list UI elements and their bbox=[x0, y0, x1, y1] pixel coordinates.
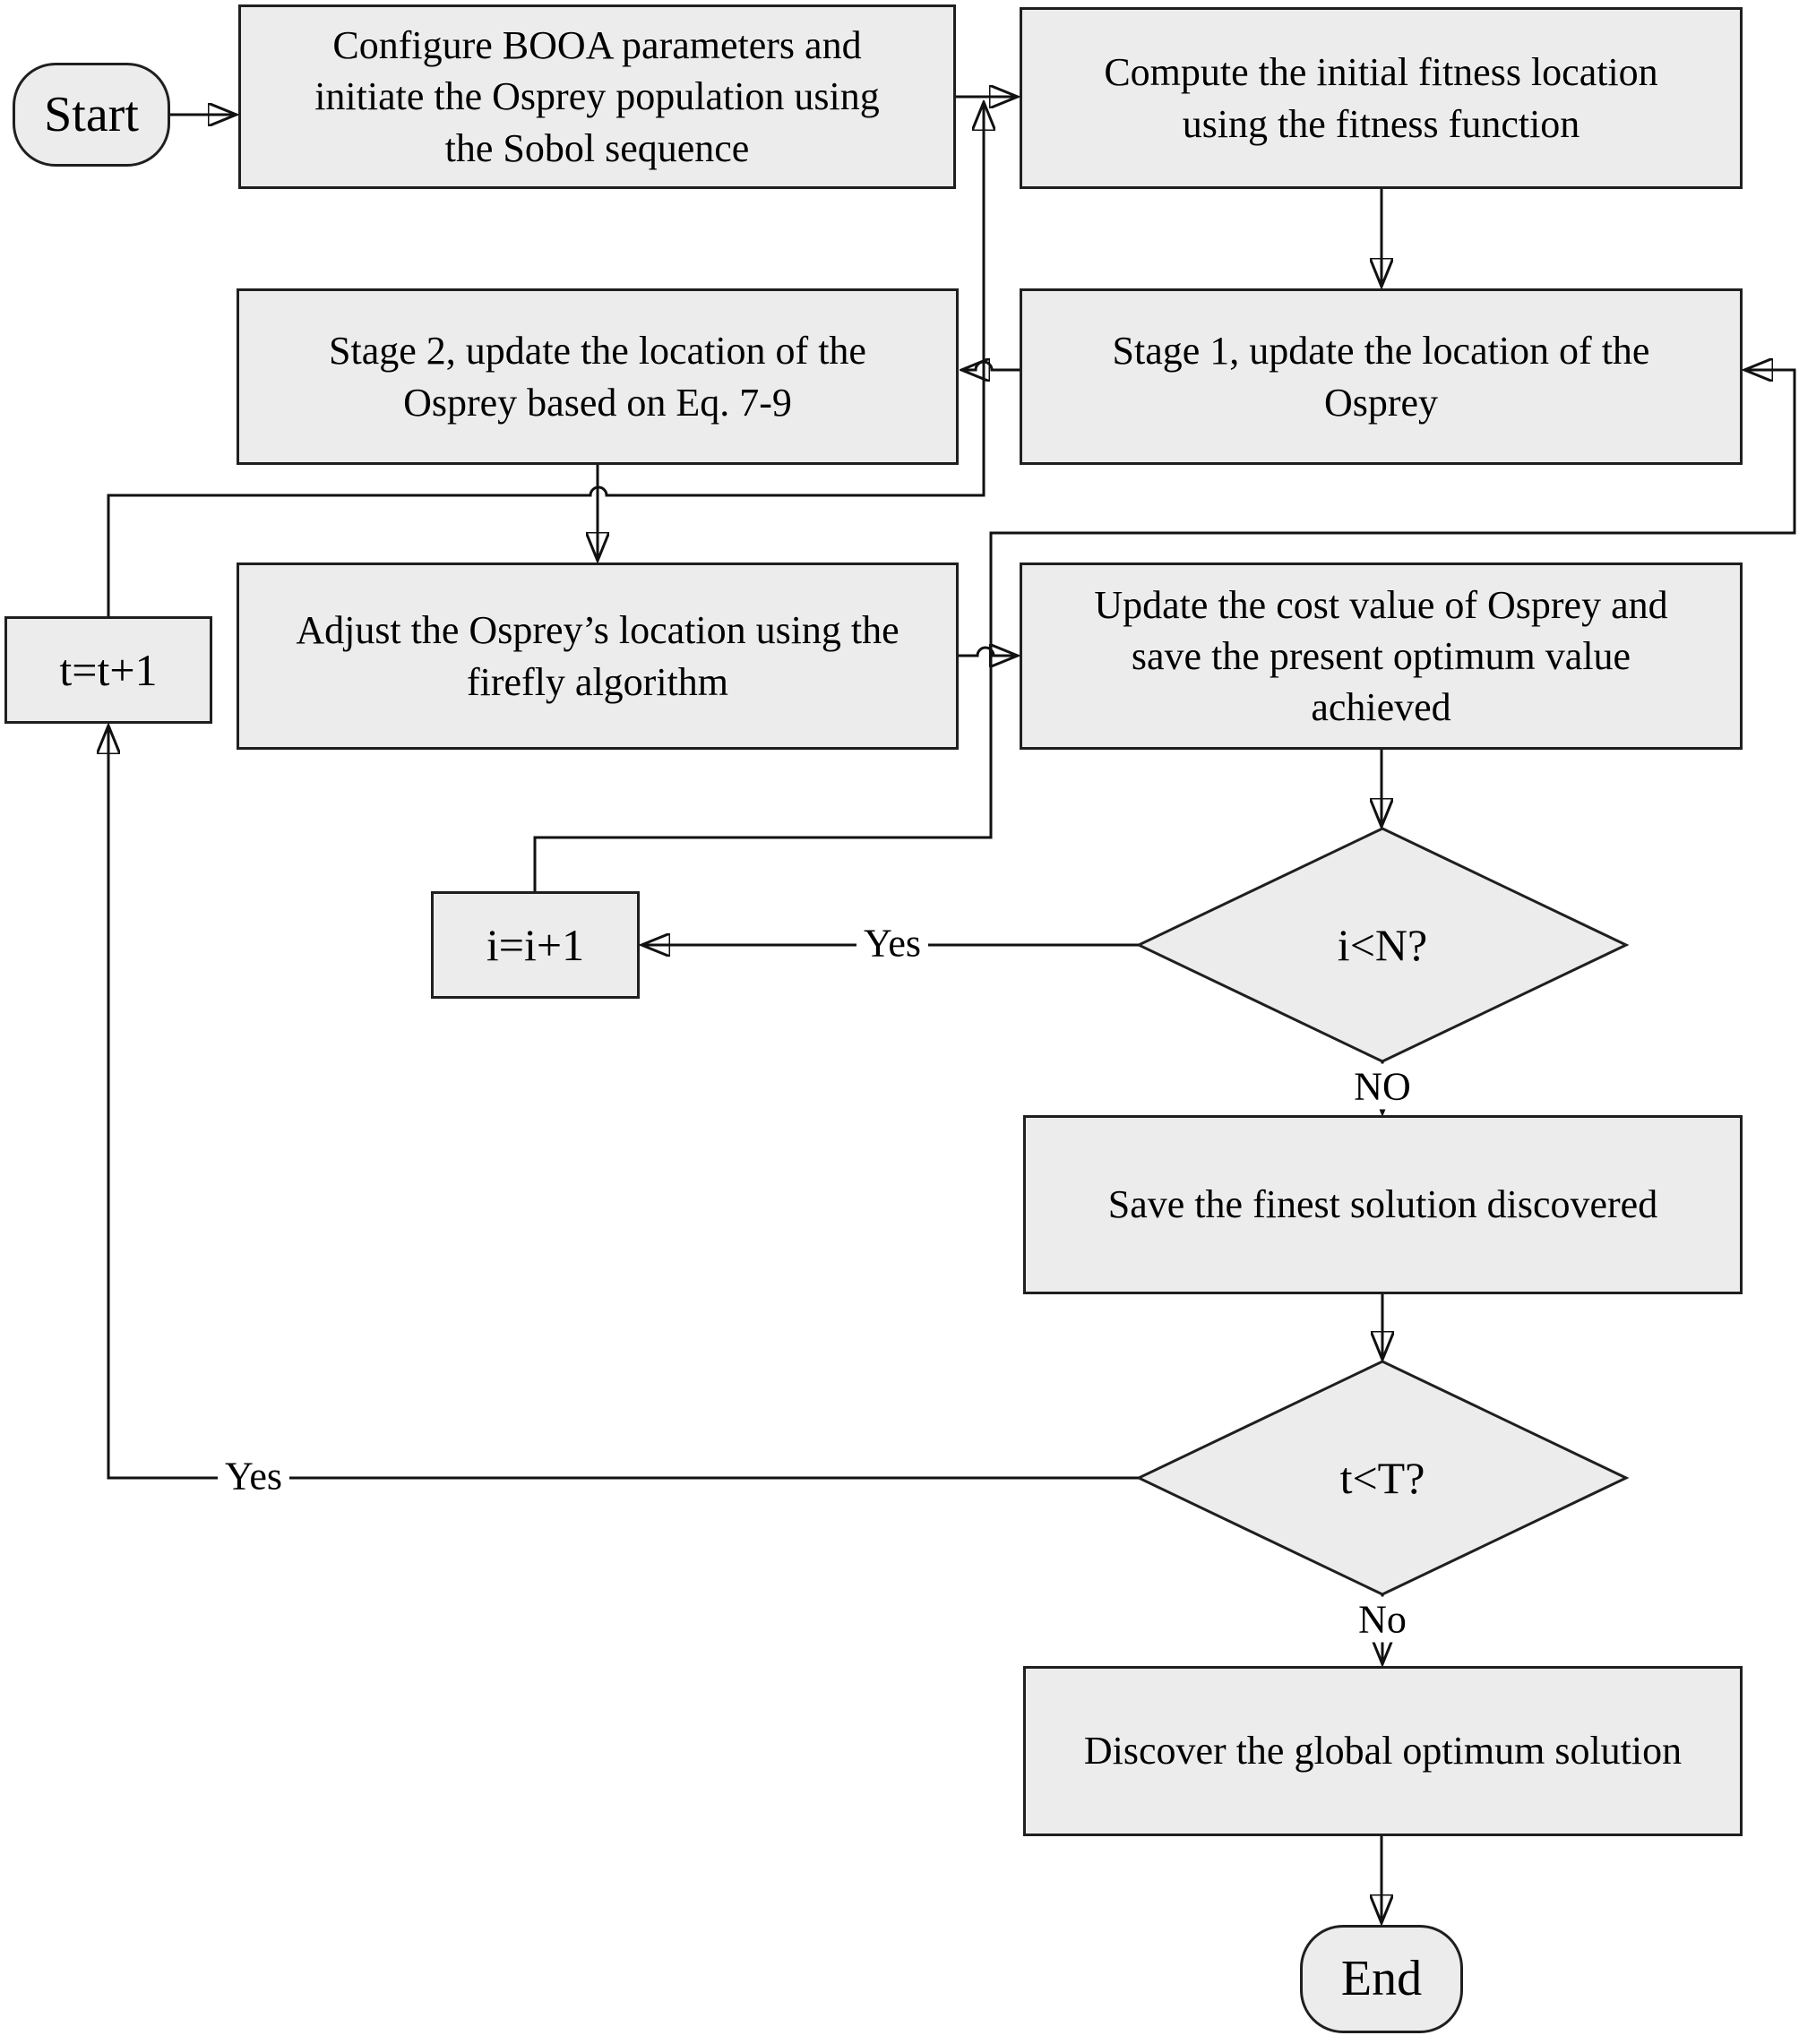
label-no-t: No bbox=[1351, 1596, 1414, 1643]
node-configure-booa: Configure BOOA parameters and initiate t… bbox=[238, 4, 956, 189]
node-start: Start bbox=[13, 63, 170, 167]
node-discover-optimum: Discover the global optimum solution bbox=[1023, 1666, 1743, 1836]
edge-adjust-update bbox=[959, 648, 1016, 656]
node-stage2-update: Stage 2, update the location of the Ospr… bbox=[237, 288, 959, 465]
edge-condt-yes bbox=[108, 727, 1139, 1480]
node-t-increment: t=t+1 bbox=[4, 616, 212, 724]
node-update-cost: Update the cost value of Osprey and save… bbox=[1020, 563, 1743, 750]
label-yes-i: Yes bbox=[856, 920, 929, 966]
edge-stage1-stage2 bbox=[963, 362, 1020, 370]
label-no-i: NO bbox=[1347, 1063, 1418, 1110]
node-end: End bbox=[1300, 1925, 1463, 2033]
node-save-finest: Save the finest solution discovered bbox=[1023, 1115, 1743, 1294]
node-stage1-update: Stage 1, update the location of the Ospr… bbox=[1020, 288, 1743, 465]
decision-i-label: i<N? bbox=[1337, 920, 1428, 970]
edge-iloop-return bbox=[533, 370, 1796, 891]
node-adjust-firefly: Adjust the Osprey’s location using the f… bbox=[237, 563, 959, 750]
label-yes-t: Yes bbox=[217, 1453, 290, 1499]
decision-t-label: t<T? bbox=[1339, 1453, 1425, 1503]
node-i-increment: i=i+1 bbox=[431, 891, 640, 999]
node-compute-fitness: Compute the initial fitness location usi… bbox=[1020, 7, 1743, 189]
